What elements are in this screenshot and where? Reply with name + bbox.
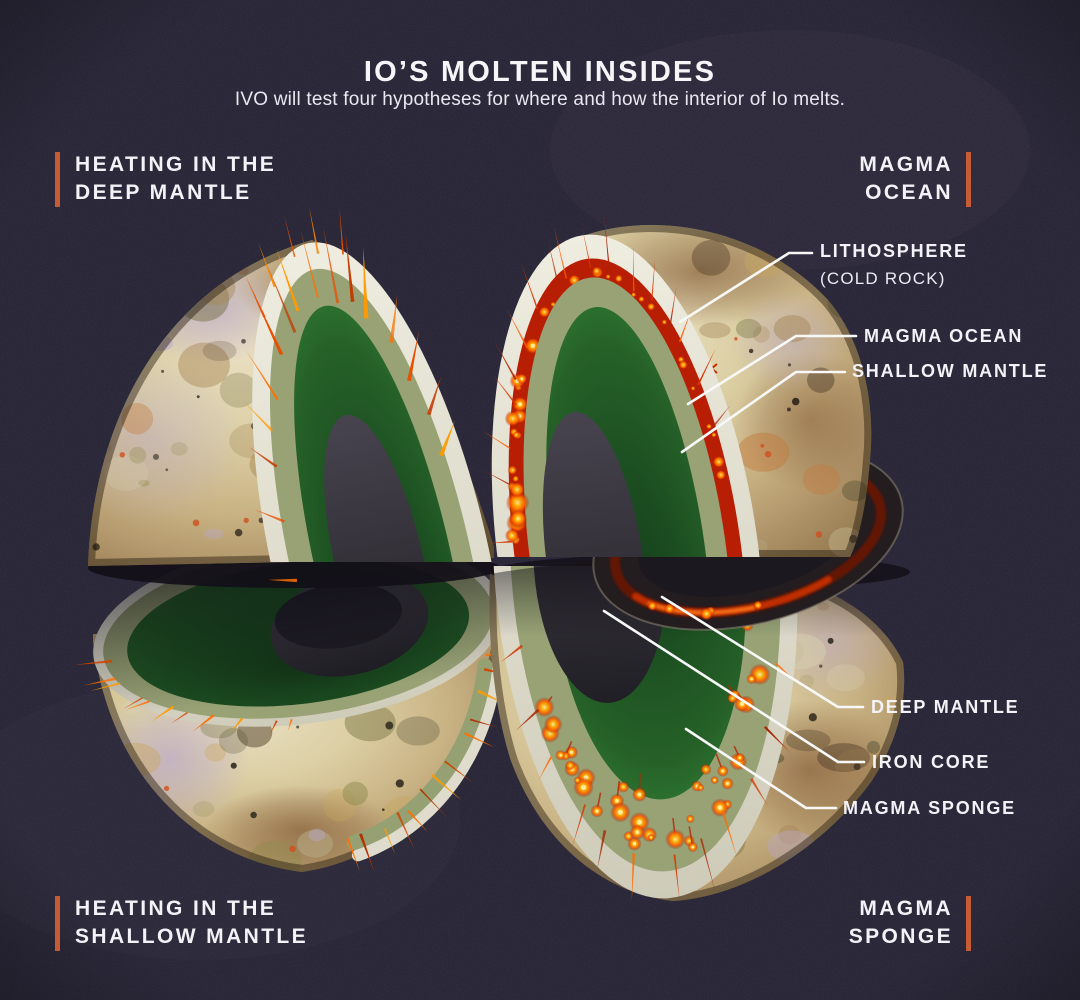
callout-label: SHALLOW MANTLE xyxy=(852,361,1049,381)
page-subtitle: IVO will test four hypotheses for where … xyxy=(234,89,846,110)
leader-magma-ocean xyxy=(686,334,858,406)
quadrant-line: MAGMA xyxy=(859,897,953,920)
callout-lithosphere: LITHOSPHERE (COLD ROCK) xyxy=(820,241,968,289)
leader-magma-sponge xyxy=(684,727,838,810)
quadrant-line: OCEAN xyxy=(865,181,953,204)
leader-deep-mantle xyxy=(660,595,865,709)
quadrant-line: SPONGE xyxy=(848,925,953,948)
quadrant-label-magma-ocean: MAGMA OCEAN xyxy=(859,151,953,207)
quadrant-line: HEATING IN THE xyxy=(75,153,277,176)
accent-bar xyxy=(966,896,971,951)
callout-sublabel: (COLD ROCK) xyxy=(820,269,946,288)
quadrant-line: HEATING IN THE xyxy=(75,897,277,920)
quadrant-label-magma-sponge: MAGMA SPONGE xyxy=(849,895,953,951)
callout-label: MAGMA OCEAN xyxy=(864,326,1024,346)
callout-label: DEEP MANTLE xyxy=(871,697,1020,717)
leader-iron-core xyxy=(602,609,866,764)
callout-deep-mantle: DEEP MANTLE xyxy=(871,697,1019,718)
page-title: IO’S MOLTEN INSIDES xyxy=(363,56,717,88)
callout-magma-ocean: MAGMA OCEAN xyxy=(864,326,1023,347)
leader-shallow-mantle xyxy=(680,370,847,454)
quadrant-line: MAGMA xyxy=(859,153,953,176)
callout-magma-sponge: MAGMA SPONGE xyxy=(843,798,1016,819)
callout-iron-core: IRON CORE xyxy=(872,752,990,773)
callout-label: LITHOSPHERE xyxy=(820,241,968,261)
accent-bar xyxy=(966,152,971,207)
quadrant-label-heating-deep-mantle: HEATING IN THE DEEP MANTLE xyxy=(75,151,276,207)
callout-label: IRON CORE xyxy=(872,752,991,772)
callout-label: MAGMA SPONGE xyxy=(843,798,1016,818)
quadrant-line: SHALLOW MANTLE xyxy=(75,925,309,948)
callout-shallow-mantle: SHALLOW MANTLE xyxy=(852,361,1048,382)
quadrant-label-heating-shallow-mantle: HEATING IN THE SHALLOW MANTLE xyxy=(75,895,308,951)
leader-lithosphere xyxy=(678,251,814,324)
quadrant-line: DEEP MANTLE xyxy=(75,181,252,204)
accent-bar xyxy=(55,896,60,951)
leader-lines xyxy=(602,251,866,810)
accent-bar xyxy=(55,152,60,207)
